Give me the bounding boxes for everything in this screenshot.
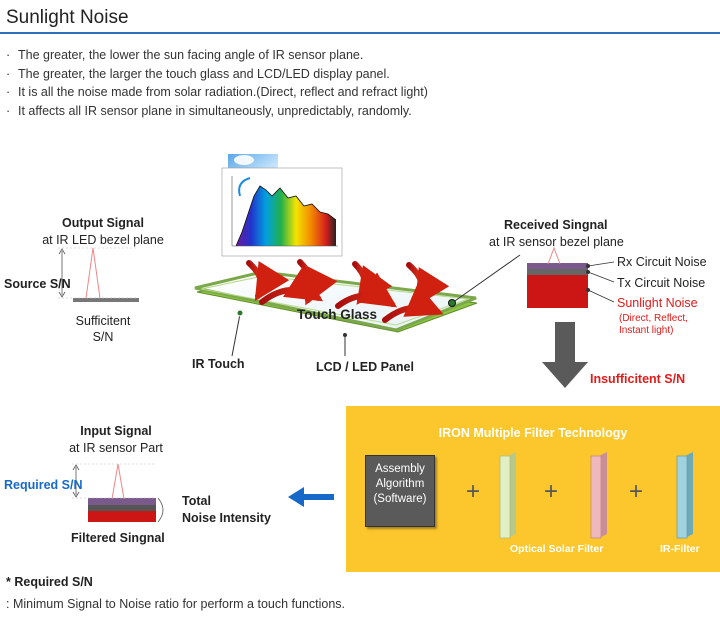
plus-sign: + — [629, 478, 644, 505]
output-signal-graph — [58, 247, 139, 302]
footnote-heading: * Required S/N — [6, 575, 93, 589]
bullet-list: The greater, the lower the sun facing an… — [6, 46, 428, 120]
insufficient-sn-label: Insufficitent S/N — [590, 372, 686, 386]
plus-sign: + — [466, 478, 481, 505]
bullet-item: It affects all IR sensor plane in simult… — [6, 102, 428, 121]
received-signal-subtitle: at IR sensor bezel plane — [489, 235, 624, 249]
touch-panel-illustration — [194, 270, 478, 333]
blue-left-arrow — [288, 487, 334, 507]
lcd-pointer-dot — [343, 333, 347, 337]
sufficient-sn-label: S/N — [92, 330, 114, 344]
filter-technology-title: IRON Multiple Filter Technology — [438, 426, 628, 440]
title-rule — [0, 32, 720, 34]
algo-line: Algorithm — [375, 478, 425, 490]
sunlight-noise-label: Sunlight Noise — [617, 296, 698, 310]
output-signal-title: Output Signal — [62, 216, 144, 230]
bullet-item: The greater, the larger the touch glass … — [6, 65, 428, 84]
plus-sign: + — [544, 478, 559, 505]
lcd-led-panel-label: LCD / LED Panel — [316, 360, 414, 374]
input-signal-title: Input Signal — [80, 424, 152, 438]
down-arrow — [542, 322, 588, 388]
total-label: Total — [182, 494, 211, 508]
noise-intensity-label: Noise Intensity — [182, 511, 271, 525]
sunlight-noise-detail: Instant light) — [619, 325, 674, 336]
pink-filter-icon — [590, 452, 607, 539]
touch-glass-label: Touch Glass — [297, 307, 378, 322]
optical-solar-filter-icon — [499, 452, 516, 539]
optical-solar-filter-label: Optical Solar Filter — [510, 543, 604, 555]
assembly-algorithm-box: Assembly Algorithm (Software) — [365, 455, 435, 527]
source-sn-label: Source S/N — [4, 277, 71, 291]
sufficient-label: Sufficitent — [75, 314, 131, 328]
input-signal-graph — [72, 463, 164, 523]
output-signal-subtitle: at IR LED bezel plane — [42, 233, 164, 247]
filtered-signal-label: Filtered Singnal — [71, 531, 165, 545]
ir-touch-label: IR Touch — [192, 357, 245, 371]
bullet-item: The greater, the lower the sun facing an… — [6, 46, 428, 65]
received-signal-graph — [527, 246, 615, 308]
received-signal-title: Received Singnal — [504, 218, 608, 232]
sensor-pointer — [451, 254, 521, 304]
tx-circuit-noise-label: Tx Circuit Noise — [617, 276, 706, 290]
page-title: Sunlight Noise — [6, 7, 129, 28]
filter-glyphs — [499, 452, 693, 539]
solar-spectrum-image — [221, 154, 343, 257]
footnote-text: : Minimum Signal to Noise ratio for perf… — [6, 597, 346, 611]
input-signal-subtitle: at IR sensor Part — [69, 441, 163, 455]
sensor-dot — [448, 299, 456, 307]
ir-filter-icon — [676, 452, 693, 539]
bullet-item: It is all the noise made from solar radi… — [6, 83, 428, 102]
ir-touch-pointer — [231, 313, 241, 357]
algo-line: Assembly — [375, 463, 425, 475]
required-sn-label: Required S/N — [4, 478, 83, 492]
algo-line: (Software) — [373, 493, 427, 505]
sunlight-noise-detail: (Direct, Reflect, — [619, 313, 688, 324]
sunlight-arrows — [246, 259, 450, 323]
ir-touch-dot — [236, 309, 244, 317]
ir-filter-label: IR-Filter — [660, 543, 700, 555]
rx-circuit-noise-label: Rx Circuit Noise — [617, 255, 707, 269]
